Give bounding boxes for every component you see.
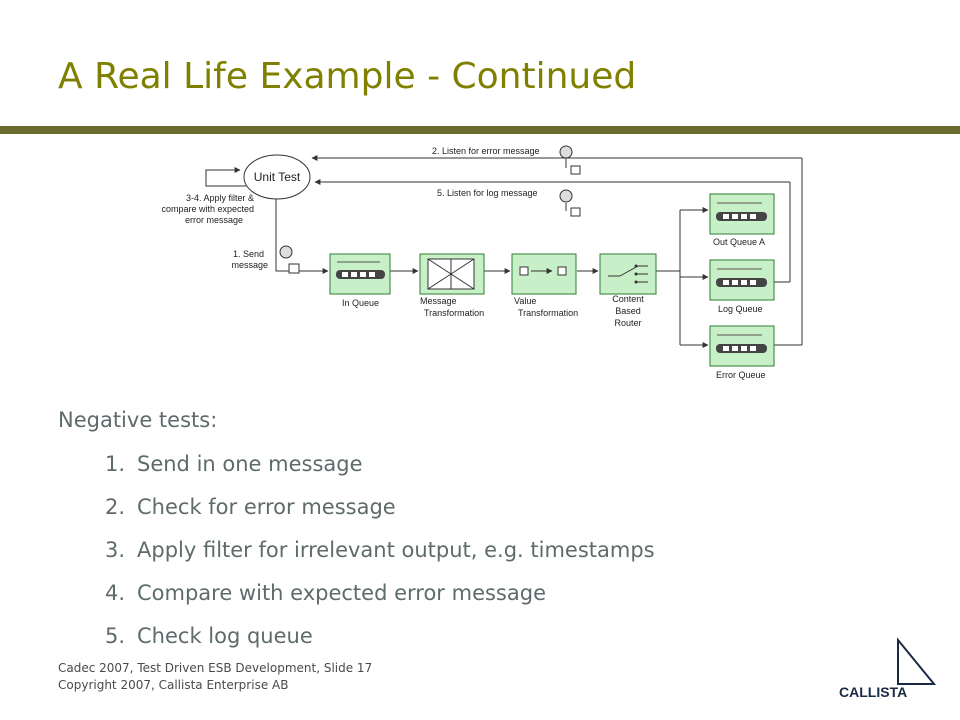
error-queue-label: Error Queue: [716, 370, 766, 380]
step-number: 1.: [105, 452, 126, 476]
step-text: Check log queue: [137, 624, 313, 648]
router-label-3: Router: [614, 318, 641, 328]
message-transformation-label-1: Message: [420, 296, 457, 306]
message-transformation-label-2: Transformation: [424, 308, 484, 318]
log-queue-node: [709, 259, 775, 301]
step-number: 4.: [105, 581, 126, 605]
unit-test-label: Unit Test: [254, 170, 301, 184]
router-label-1: Content: [612, 294, 644, 304]
integration-flow-diagram: Unit Test 2. Listen for error message 5.…: [161, 145, 803, 380]
footer-line-1: Cadec 2007, Test Driven ESB Development,…: [58, 661, 373, 675]
value-transformation-node: [511, 253, 577, 295]
slide-title: A Real Life Example - Continued: [58, 56, 637, 97]
apply-filter-label-2: compare with expected: [161, 204, 254, 214]
step-text: Check for error message: [137, 495, 396, 519]
send-label-1: 1. Send: [233, 249, 264, 259]
list-item: 3. Apply filter for irrelevant output, e.…: [105, 538, 655, 581]
send-label-2: message: [231, 260, 268, 270]
list-item: 1. Send in one message: [105, 452, 655, 495]
callista-logo: CALLISTA: [839, 637, 937, 700]
steps-list: 1. Send in one message 2. Check for error …: [105, 452, 655, 667]
content-based-router-node: [599, 253, 657, 295]
negative-tests-heading: Negative tests:: [58, 408, 218, 432]
step-text: Compare with expected error message: [137, 581, 546, 605]
log-queue-label: Log Queue: [718, 304, 763, 314]
footer-line-2: Copyright 2007, Callista Enterprise AB: [58, 678, 289, 692]
apply-filter-label-3: error message: [185, 215, 243, 225]
out-queue-a-node: [709, 193, 775, 235]
error-queue-node: [709, 325, 775, 367]
apply-filter-label-1: 3-4. Apply filter &: [186, 193, 254, 203]
step-number: 3.: [105, 538, 126, 562]
log-listener-icon: [559, 189, 581, 217]
connector-lines: [205, 155, 803, 348]
title-rule: [0, 126, 960, 134]
list-item: 4. Compare with expected error message: [105, 581, 655, 624]
message-transformation-node: [419, 253, 485, 295]
slide-footer: Cadec 2007, Test Driven ESB Development,…: [58, 660, 372, 694]
step-number: 5.: [105, 624, 126, 648]
router-label-2: Based: [615, 306, 641, 316]
step-text: Send in one message: [137, 452, 363, 476]
list-item: 5. Check log queue: [105, 624, 655, 667]
send-endpoint-icon: [279, 245, 300, 274]
step-number: 2.: [105, 495, 126, 519]
listen-error-label: 2. Listen for error message: [432, 146, 540, 156]
error-listener-icon: [559, 145, 581, 175]
in-queue-node: [329, 253, 391, 295]
list-item: 2. Check for error message: [105, 495, 655, 538]
step-text: Apply filter for irrelevant output, e.g.…: [137, 538, 655, 562]
value-transformation-label-1: Value: [514, 296, 536, 306]
listen-log-label: 5. Listen for log message: [437, 188, 538, 198]
logo-text: CALLISTA: [839, 684, 907, 700]
sail-icon: [897, 637, 937, 685]
unit-test-node: [243, 154, 311, 200]
in-queue-label: In Queue: [342, 298, 379, 308]
value-transformation-label-2: Transformation: [518, 308, 578, 318]
out-queue-a-label: Out Queue A: [713, 237, 765, 247]
